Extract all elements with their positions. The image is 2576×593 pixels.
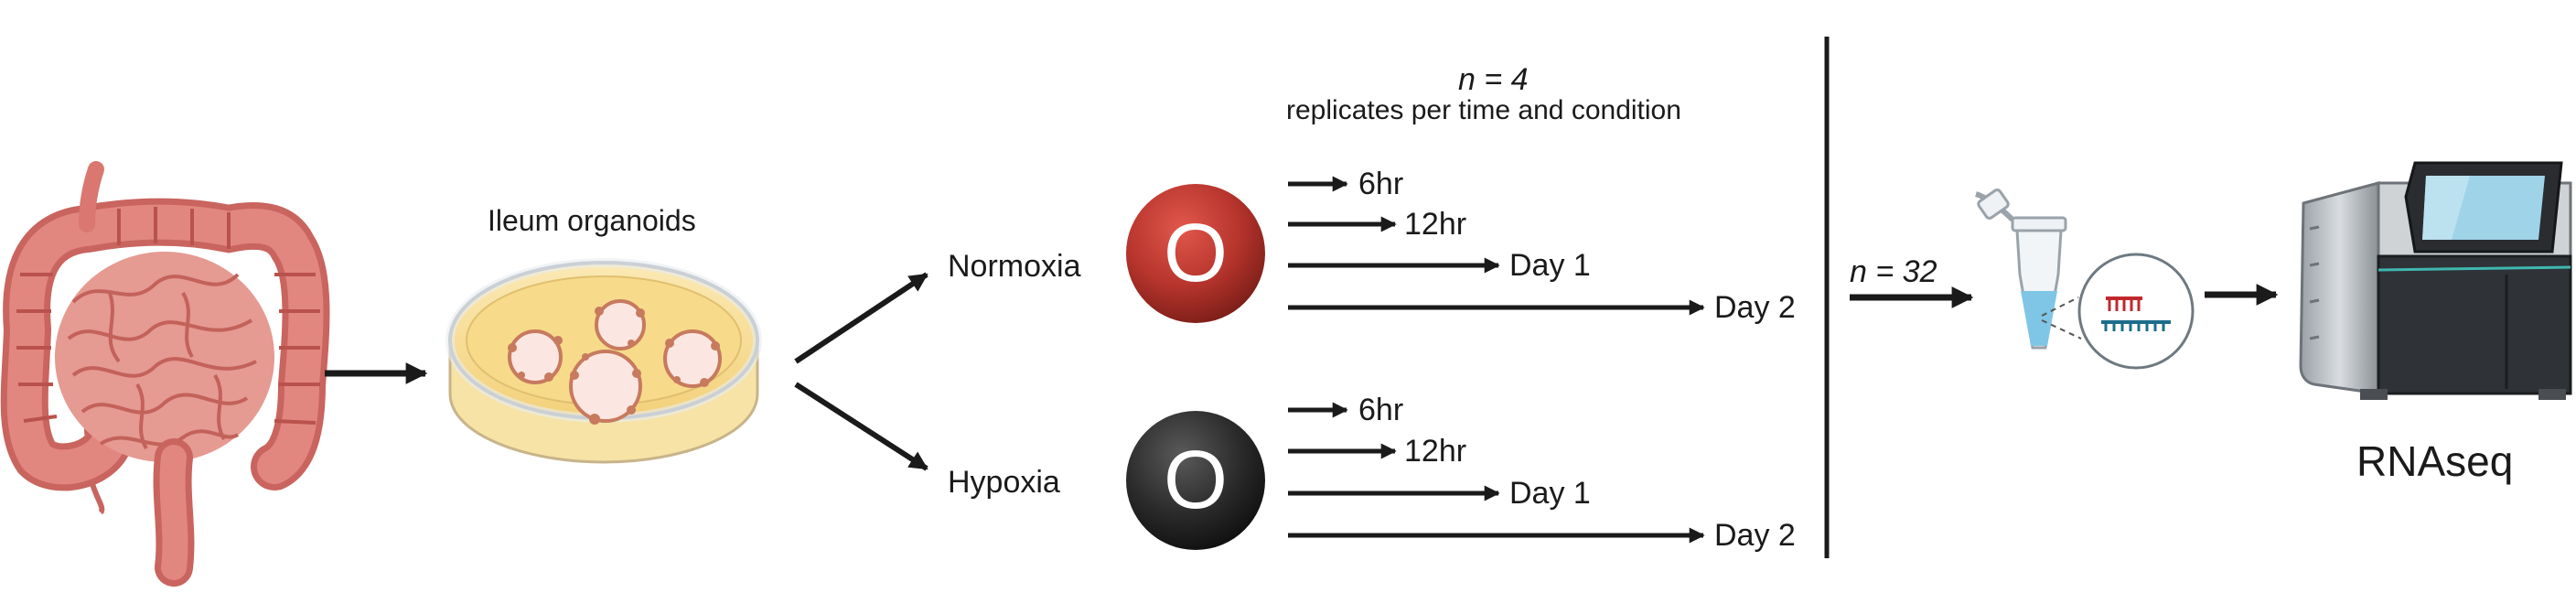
arrow-to-hypoxia bbox=[794, 382, 928, 471]
hypoxia-label: Hypoxia bbox=[948, 465, 1060, 500]
intestine-icon bbox=[0, 161, 330, 587]
rnaseq-label: RNAseq bbox=[2356, 437, 2514, 485]
hypoxia-marker bbox=[1126, 411, 1265, 550]
normoxia-time-12hr: 12hr bbox=[1404, 207, 1467, 242]
petri-dish-icon bbox=[445, 258, 762, 464]
normoxia-marker bbox=[1126, 184, 1265, 323]
replicates-n: n = 4 bbox=[1458, 62, 1529, 97]
hypoxia-marker-letter: O bbox=[1164, 435, 1228, 526]
organoids-label: Ileum organoids bbox=[488, 204, 696, 237]
hypoxia-time-day1: Day 1 bbox=[1509, 476, 1591, 511]
hypoxia-time-12hr: 12hr bbox=[1404, 434, 1467, 469]
total-n: n = 32 bbox=[1850, 254, 1937, 289]
normoxia-time-6hr: 6hr bbox=[1358, 167, 1404, 201]
normoxia-marker-letter: O bbox=[1164, 208, 1228, 299]
hypoxia-time-day2: Day 2 bbox=[1714, 518, 1796, 553]
normoxia-time-arrows bbox=[1288, 176, 1705, 316]
normoxia-time-day1: Day 1 bbox=[1509, 248, 1591, 283]
tube-icon bbox=[1975, 189, 2195, 370]
hypoxia-time-arrows bbox=[1288, 402, 1705, 544]
replicates-caption: replicates per time and condition bbox=[1286, 95, 1681, 125]
hypoxia-time-6hr: 6hr bbox=[1358, 393, 1404, 427]
sequencer-icon bbox=[2299, 161, 2572, 400]
arrow-to-normoxia bbox=[794, 272, 928, 364]
normoxia-label: Normoxia bbox=[948, 249, 1081, 284]
normoxia-time-day2: Day 2 bbox=[1714, 290, 1796, 325]
